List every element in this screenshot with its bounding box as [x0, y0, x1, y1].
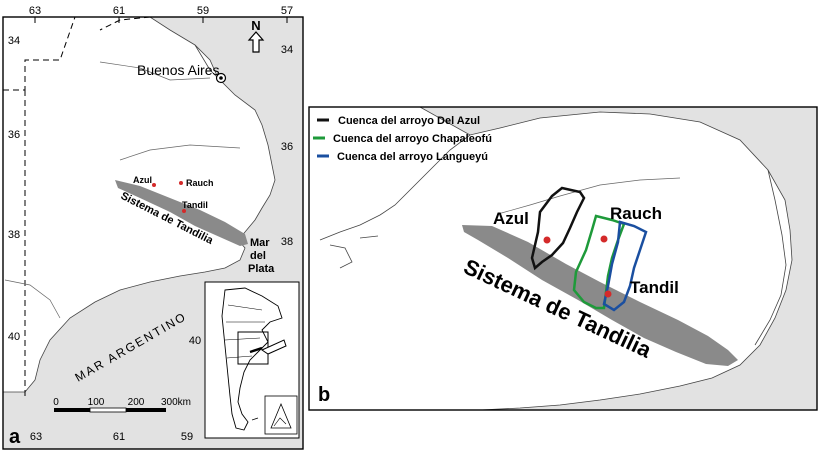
label-azul-a: Azul [133, 175, 152, 185]
town-rauch-dot [179, 181, 183, 185]
legend-label-chapaleofu: Cuenca del arroyo Chapaleofú [333, 133, 492, 145]
panel-a-border [2, 16, 304, 450]
label-mar-del-plata-2: del [250, 250, 266, 262]
inset-provinces [224, 304, 265, 359]
grat-top-57: 57 [281, 5, 293, 17]
panel-b-border [308, 106, 818, 411]
panel-b-town-tandil-dot [604, 290, 612, 298]
inset-study-mark [249, 346, 263, 354]
scale-label-100: 100 [88, 397, 105, 408]
panel-a: 63 61 59 57 34 36 38 40 34 36 38 40 63 6… [2, 5, 304, 450]
panel-b-bay [329, 244, 353, 269]
panel-b-town-azul-dot [543, 236, 551, 244]
basin-langueyu [602, 220, 648, 312]
label-rauch-a: Rauch [186, 178, 214, 188]
label-buenos-aires: Buenos Aires [137, 62, 220, 78]
north-label: N [251, 18, 260, 33]
panel-b-label-tandil: Tandil [630, 278, 679, 297]
panel-b: Azul Rauch Tandil Sistema de Tandilia Cu… [308, 106, 818, 411]
panel-b-east-coast [754, 169, 787, 346]
legend-label-langueyu: Cuenca del arroyo Langueyú [337, 151, 488, 163]
panel-a-letter: a [9, 426, 21, 448]
grat-bottom-61: 61 [113, 431, 125, 443]
grat-inner-38: 38 [281, 236, 293, 248]
panel-b-letter: b [318, 384, 330, 406]
town-tandil-dot [182, 209, 186, 213]
grat-inner-36: 36 [281, 141, 293, 153]
buenos-aires-marker-center [219, 76, 223, 80]
legend-label-azul: Cuenca del arroyo Del Azul [338, 115, 480, 127]
scale-bar-end [162, 408, 166, 412]
grat-inner-40: 40 [189, 335, 201, 347]
scale-label-0: 0 [53, 397, 59, 408]
province-boundary [3, 16, 76, 91]
grat-top-59: 59 [197, 5, 209, 17]
grat-left-40: 40 [8, 331, 20, 343]
panel-b-label-rauch: Rauch [610, 204, 662, 223]
grat-left-34: 34 [8, 35, 20, 47]
inset-antarctica-sector [270, 402, 292, 429]
inset-argentina [204, 281, 300, 439]
river-interior [119, 144, 241, 161]
town-azul-dot [152, 183, 156, 187]
grat-bottom-59: 59 [181, 431, 193, 443]
basin-chapaleofu [572, 214, 626, 310]
grat-top-61: 61 [113, 5, 125, 17]
panel-b-town-rauch-dot [600, 235, 608, 243]
panel-b-label-azul: Azul [493, 209, 529, 228]
scale-bar-seg-2 [89, 407, 127, 413]
inset-pointer-arrow-icon [260, 339, 287, 355]
province-boundary-north [99, 16, 151, 31]
grat-top-63: 63 [29, 5, 41, 17]
scale-label-200: 200 [128, 397, 145, 408]
inset-antarctica-land [273, 417, 287, 427]
label-mar-del-plata-1: Mar [250, 237, 270, 249]
inset-argentina-outline [221, 287, 283, 431]
scale-bar-seg-3 [126, 408, 162, 412]
grat-left-36: 36 [8, 129, 20, 141]
river-south [4, 279, 61, 319]
scale-label-300km: 300km [161, 397, 191, 408]
inset-islands [251, 417, 259, 421]
panel-a-tandilia-range [115, 180, 248, 246]
grat-left-38: 38 [8, 229, 20, 241]
scale-bar: 0 100 200 300km [53, 397, 191, 413]
panel-b-river-plate-coast [319, 134, 471, 241]
grat-bottom-63: 63 [30, 431, 42, 443]
panel-b-coast-fragment [359, 235, 379, 239]
label-mar-del-plata-3: Plata [248, 263, 275, 275]
label-tandil-a: Tandil [182, 200, 208, 210]
panel-b-tandilia-range [462, 225, 738, 366]
scale-bar-seg-1 [54, 408, 90, 412]
panel-b-river [497, 177, 681, 215]
legend: Cuenca del arroyo Del Azul Cuenca del ar… [313, 115, 492, 163]
basin-del-azul [530, 186, 586, 271]
north-arrow-icon [247, 31, 265, 53]
river-salado [99, 61, 211, 81]
grat-inner-34: 34 [281, 44, 293, 56]
